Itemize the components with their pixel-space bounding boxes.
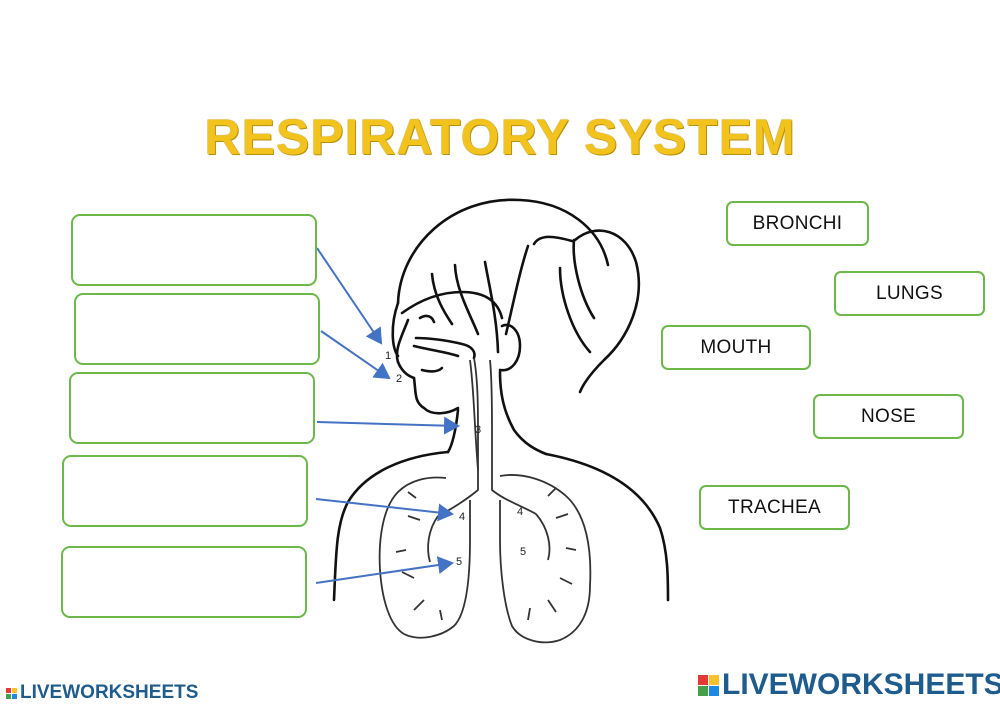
word-chip-trachea[interactable]: TRACHEA (699, 485, 850, 530)
answer-input-3[interactable] (71, 374, 317, 444)
diagram-numbers: 1 2 3 4 4 5 5 (385, 350, 526, 568)
diagram-label-4-right: 4 (517, 506, 523, 518)
logo-tiles-icon (6, 687, 17, 699)
word-chip-lungs[interactable]: LUNGS (834, 271, 985, 316)
logo-text-left: LIVEWORKSHEETS (20, 682, 199, 703)
logo-text-right: LIVEWORKSHEETS (722, 668, 1000, 701)
diagram-label-2: 2 (396, 373, 402, 385)
answer-input-5[interactable] (63, 548, 309, 618)
answer-input-2[interactable] (76, 295, 322, 365)
answer-box-3[interactable] (69, 372, 317, 444)
arrow-4 (315, 498, 454, 522)
diagram-label-4-left: 4 (459, 511, 465, 523)
diagram-label-1: 1 (385, 350, 391, 362)
arrow-5 (315, 556, 454, 584)
arrow-2 (320, 330, 391, 380)
answer-input-1[interactable] (73, 216, 319, 286)
arrow-1 (316, 247, 383, 345)
liveworksheets-logo-right: LIVEWORKSHEETS (698, 668, 1000, 702)
arrow-3 (316, 416, 460, 435)
airway-outline (378, 357, 592, 644)
logo-tiles-icon (698, 674, 719, 696)
child-outline (332, 198, 670, 602)
liveworksheets-logo-left: LIVEWORKSHEETS (6, 682, 198, 704)
answer-box-5[interactable] (61, 546, 309, 618)
pointer-arrows (315, 247, 460, 584)
diagram-label-5-left: 5 (456, 556, 462, 568)
word-chip-nose[interactable]: NOSE (813, 394, 964, 439)
diagram-label-5-right: 5 (520, 546, 526, 558)
answer-box-2[interactable] (74, 293, 322, 365)
answer-box-4[interactable] (62, 455, 310, 527)
page-title: RESPIRATORY SYSTEM (204, 109, 796, 165)
word-chip-mouth[interactable]: MOUTH (661, 325, 811, 370)
word-chip-bronchi[interactable]: BRONCHI (726, 201, 869, 246)
answer-input-4[interactable] (64, 457, 310, 527)
diagram-label-3: 3 (475, 424, 481, 436)
answer-box-1[interactable] (71, 214, 319, 286)
